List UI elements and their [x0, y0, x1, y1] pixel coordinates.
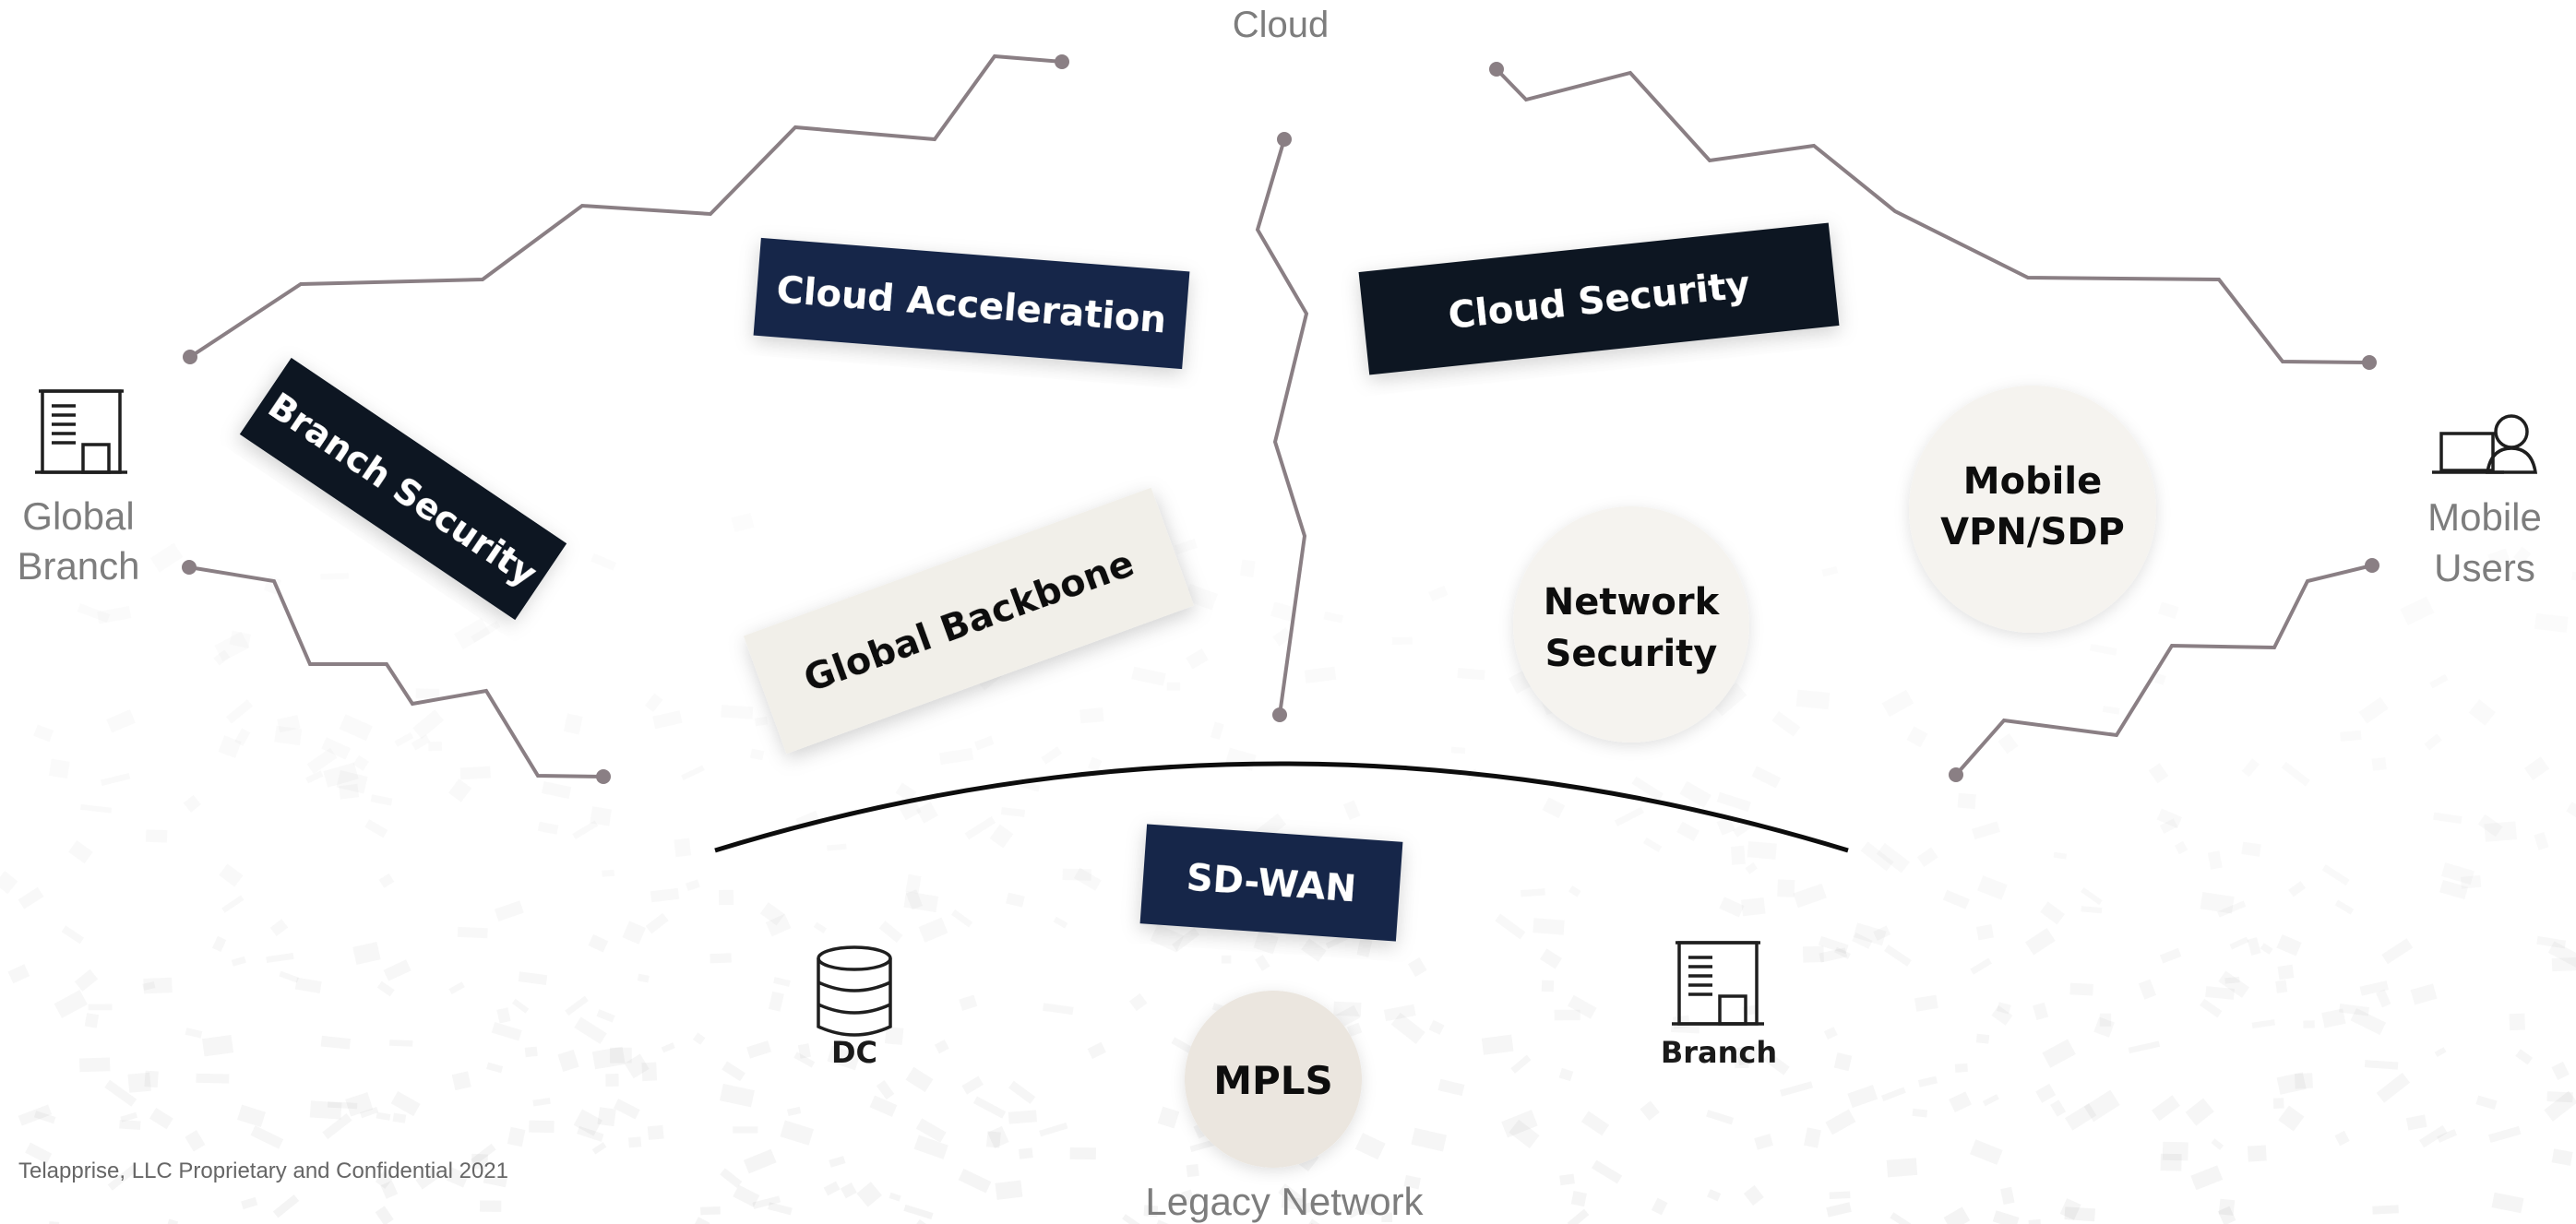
global-backbone-banner: Global Backbone: [743, 487, 1195, 755]
mpls-circle: MPLS: [1185, 991, 1362, 1168]
cloud-divider-connector: [1255, 132, 1309, 722]
building-icon: [1672, 941, 1764, 1026]
mobile-users-label-line2: Users: [2434, 546, 2535, 589]
dc-label: DC: [831, 1035, 877, 1070]
legacy-network-label: Legacy Network: [1145, 1180, 1424, 1223]
branch-security-banner: Branch Security: [239, 357, 567, 621]
global-branch-label-line1: Global: [22, 494, 134, 538]
sd-wan-banner: SD-WAN: [1139, 824, 1403, 942]
global-branch-lower-connector: [182, 560, 611, 784]
branch-label: Branch: [1661, 1035, 1777, 1070]
network-security-circle: Network Security: [1513, 506, 1749, 743]
branch-security-label: Branch Security: [261, 385, 544, 594]
mobile-users-upper-connector: [1489, 62, 2377, 370]
cloud-label: Cloud: [1233, 5, 1330, 45]
laptop-user-icon: [2432, 414, 2538, 474]
global-branch-upper-connector: [183, 53, 1069, 364]
cloud-security-banner: Cloud Security: [1358, 222, 1840, 375]
global-branch-label-line2: Branch: [17, 544, 139, 588]
background-texture: [0, 792, 2576, 1224]
mobile-vpn-sdp-circle: Mobile VPN/SDP: [1909, 386, 2156, 633]
building-icon: [35, 389, 127, 474]
network-security-label-line2: Security: [1545, 633, 1718, 675]
network-security-label-line1: Network: [1544, 581, 1721, 624]
mobile-users-label-line1: Mobile: [2427, 495, 2542, 539]
mobile-users-lower-connector: [1949, 558, 2379, 782]
mobile-vpn-sdp-label-line1: Mobile: [1963, 460, 2102, 503]
legacy-network-arc: [714, 761, 1849, 853]
database-icon: [817, 945, 892, 1037]
footer-confidential: Telapprise, LLC Proprietary and Confiden…: [18, 1159, 508, 1183]
mobile-vpn-sdp-label-line2: VPN/SDP: [1940, 511, 2125, 553]
cloud-acceleration-banner: Cloud Acceleration: [753, 237, 1190, 370]
mpls-label: MPLS: [1213, 1058, 1333, 1103]
